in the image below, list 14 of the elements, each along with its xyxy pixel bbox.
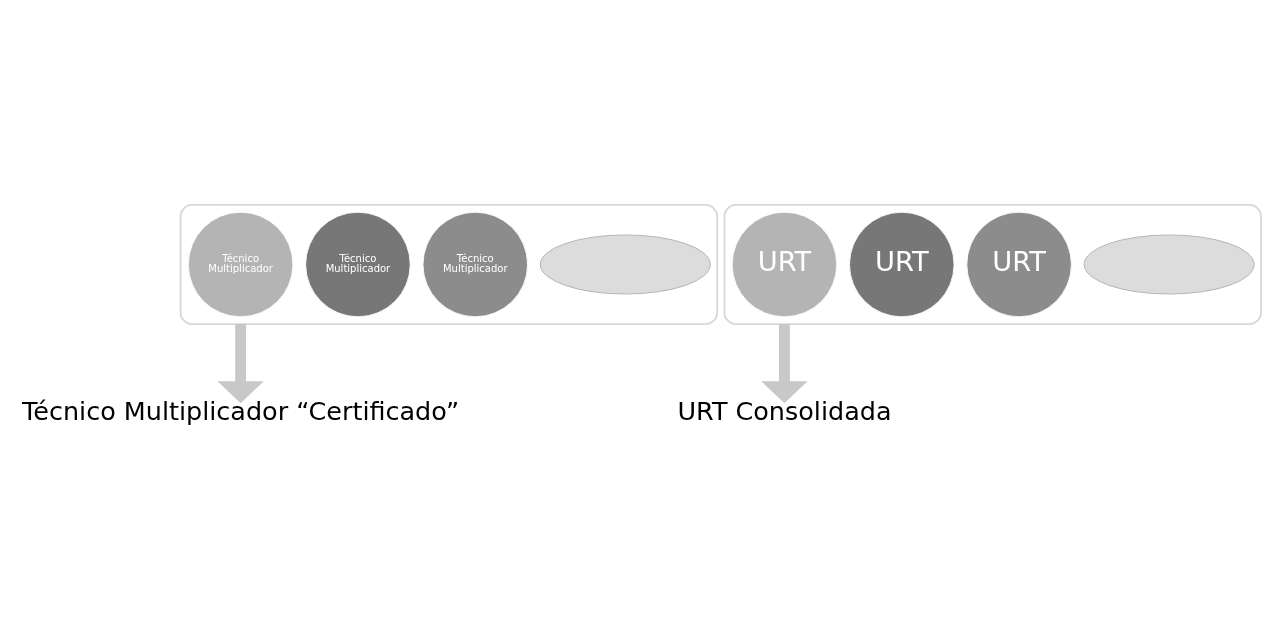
arrow <box>761 323 808 403</box>
node-circle: Técnico Multiplicador <box>422 211 528 317</box>
node-text: URT Consolidada <box>677 395 892 426</box>
node-ellipse <box>1083 233 1255 294</box>
node-circle: URT <box>849 211 955 317</box>
node-ellipse <box>539 233 711 294</box>
node-text: Técnico Multiplicador “Certificado” <box>22 395 460 426</box>
node-circle: URT <box>966 211 1072 317</box>
node-circle: URT <box>731 211 838 317</box>
arrow <box>217 323 264 403</box>
node-circle: Técnico Multiplicador <box>187 211 294 317</box>
node-circle: Técnico Multiplicador <box>305 211 411 317</box>
cluster <box>179 203 719 325</box>
cluster <box>723 203 1262 325</box>
